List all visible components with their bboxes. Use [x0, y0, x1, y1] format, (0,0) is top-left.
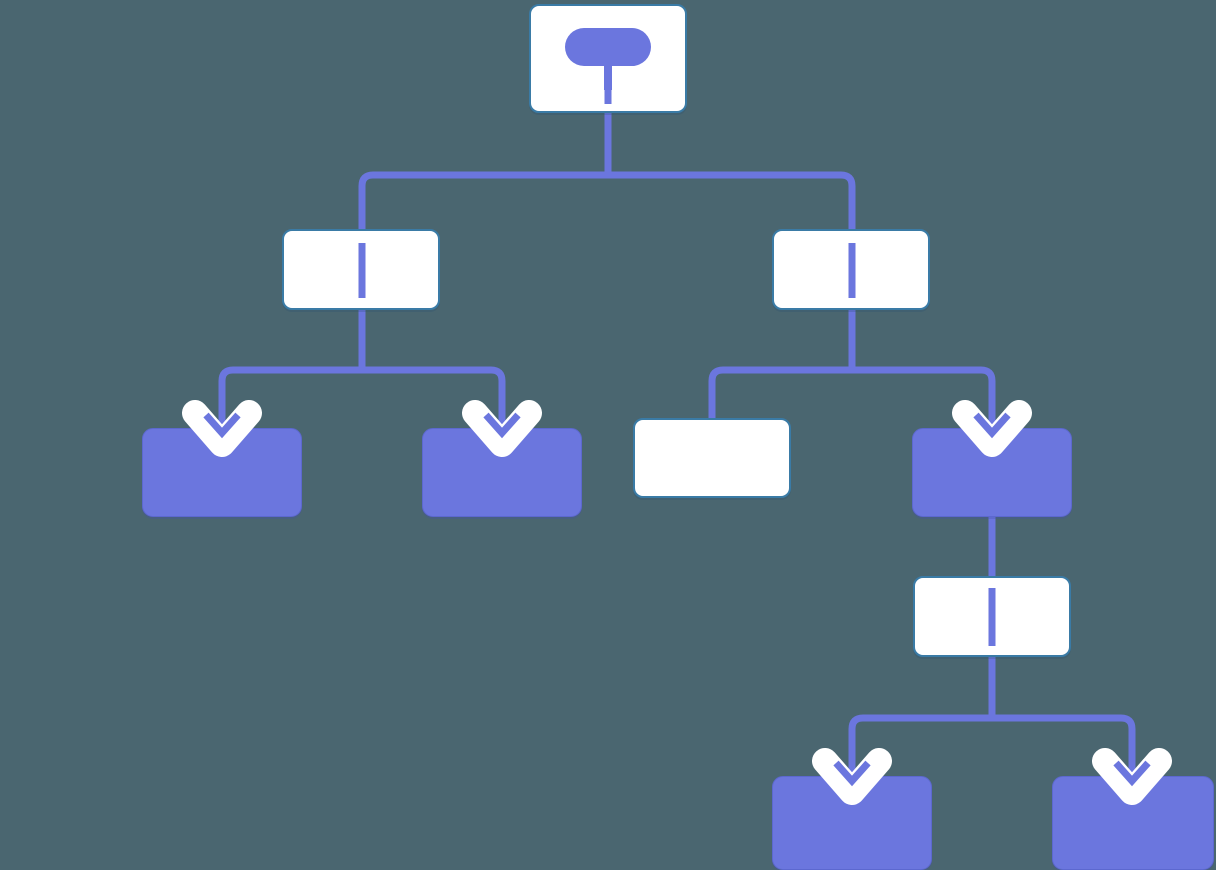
node-leaf-1[interactable] [142, 428, 302, 517]
node-root[interactable] [529, 4, 687, 113]
node-leaf-2[interactable] [422, 428, 582, 517]
node-leaf-3-white[interactable] [633, 418, 791, 498]
root-glyph-stem [604, 61, 612, 90]
root-pill-glyph [565, 27, 651, 90]
node-branch-right[interactable] [772, 229, 930, 310]
node-leaf-5[interactable] [772, 776, 932, 870]
node-leaf-4[interactable] [912, 428, 1072, 517]
node-leaf-6[interactable] [1052, 776, 1214, 870]
node-sub-branch[interactable] [913, 576, 1071, 657]
node-branch-left[interactable] [282, 229, 440, 310]
root-glyph-cap [565, 27, 651, 66]
